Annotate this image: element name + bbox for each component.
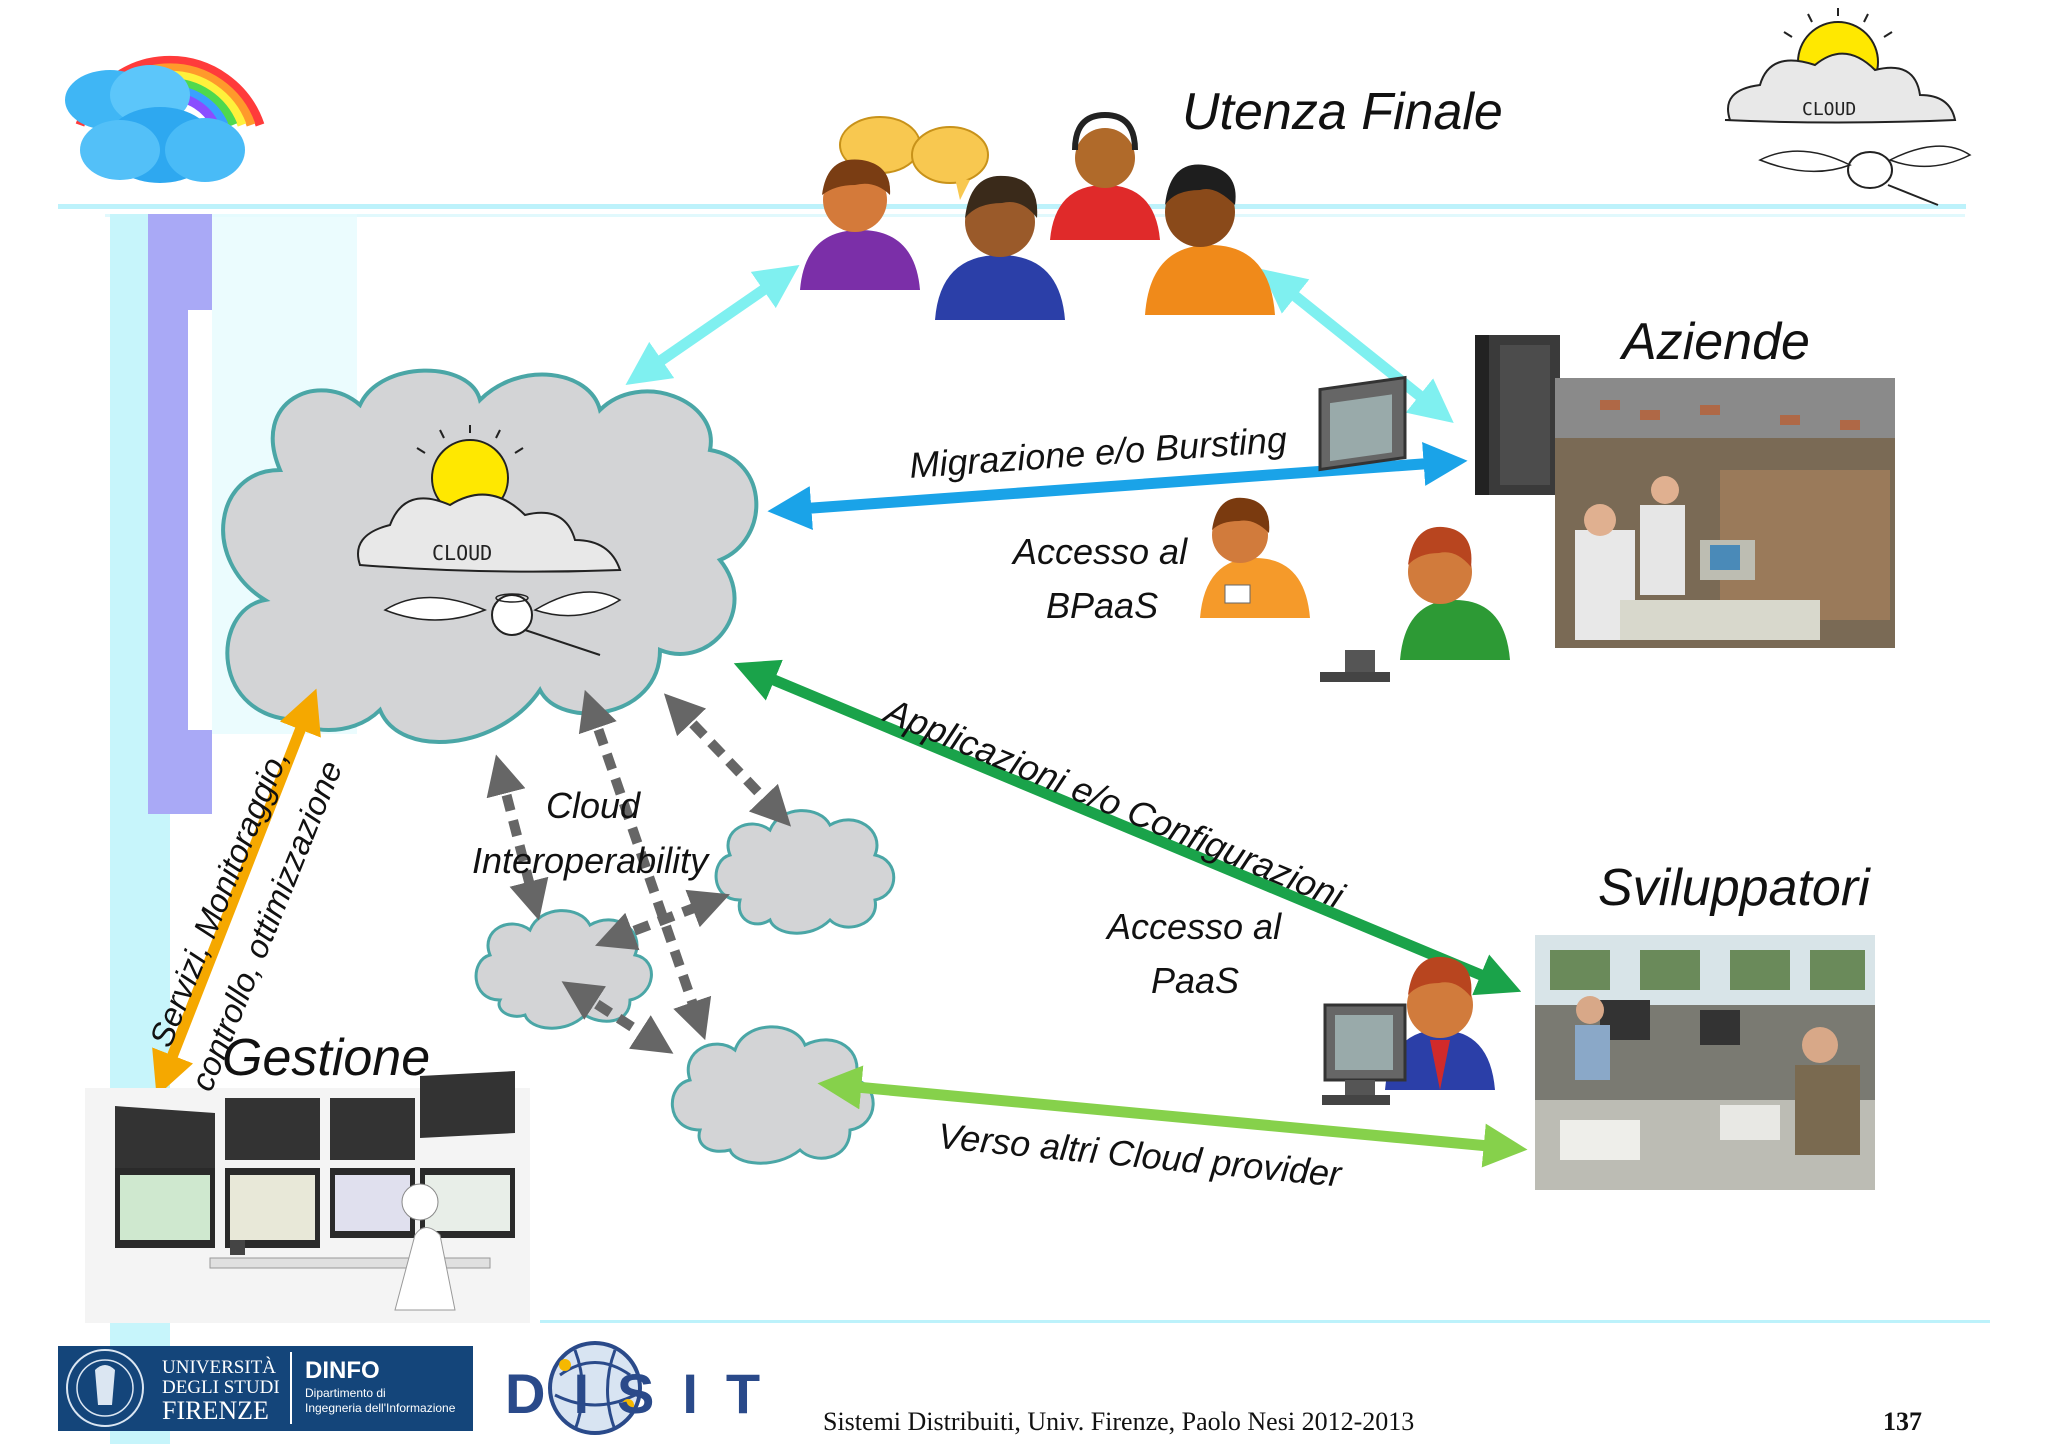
cloud-logo-sketch: CLOUD [1724, 8, 1972, 206]
disit-logo: DISIT [505, 1341, 788, 1435]
label-gestione: Gestione [222, 1029, 431, 1087]
main-cloud: CLOUD [221, 368, 759, 745]
disit-text: DISIT [505, 1362, 788, 1425]
footer-course: Sistemi Distribuiti, Univ. Firenze, Paol… [823, 1407, 1415, 1436]
university-name-line3: FIRENZE [162, 1396, 269, 1425]
dinfo-sub1: Dipartimento di [305, 1386, 386, 1400]
footer-page-number: 137 [1883, 1407, 1922, 1436]
bpaas-user-icon [1200, 497, 1310, 618]
arrow-verso-provider [817, 1065, 1528, 1168]
label-accesso-paas-2: PaaS [1151, 960, 1240, 1001]
server-rack-icon [1475, 335, 1560, 495]
monitoring-station-image [85, 1071, 530, 1323]
university-logo: UNIVERSITÀ DEGLI STUDI FIRENZE DINFO Dip… [58, 1346, 473, 1431]
arrow-migrazione [767, 441, 1468, 531]
paas-user-icon [1322, 956, 1495, 1105]
arrow-applicazioni [733, 659, 1522, 996]
label-aziende: Aziende [1622, 313, 1810, 371]
dinfo-sub2: Ingegneria dell'Informazione [305, 1401, 456, 1415]
small-cloud-bottom [670, 1025, 875, 1165]
interoperability-arrows [486, 689, 792, 1054]
small-cloud-left [474, 909, 653, 1030]
small-cloud-right [714, 809, 896, 935]
aziende-photo [1555, 378, 1895, 648]
university-name-line1: UNIVERSITÀ [162, 1356, 276, 1378]
arrow-gestione [152, 688, 321, 1097]
arrow-cloud-utenza [625, 265, 800, 385]
main-cloud-text: CLOUD [432, 541, 492, 565]
footer-rule [540, 1320, 1990, 1323]
header-rule-secondary [105, 214, 1965, 217]
label-sviluppatori: Sviluppatori [1598, 859, 1870, 917]
computer-user-icon [1318, 375, 1510, 682]
label-utenza-finale: Utenza Finale [1182, 83, 1503, 141]
label-accesso-bpaas-2: BPaaS [1046, 585, 1159, 626]
university-name-line2: DEGLI STUDI [162, 1377, 280, 1398]
label-accesso-bpaas-1: Accesso al [1013, 531, 1188, 572]
sviluppatori-photo [1535, 935, 1875, 1190]
people-group-icon [800, 111, 1275, 320]
label-accesso-paas-1: Accesso al [1107, 906, 1282, 947]
label-cloud-interop-2: Interoperability [472, 840, 709, 881]
dinfo-name: DINFO [305, 1357, 380, 1384]
cloud-logo-text: CLOUD [1802, 99, 1856, 120]
arrow-utenza-aziende [1261, 269, 1454, 423]
rainbow-icon [65, 55, 265, 183]
label-cloud-interop-1: Cloud [546, 785, 641, 826]
